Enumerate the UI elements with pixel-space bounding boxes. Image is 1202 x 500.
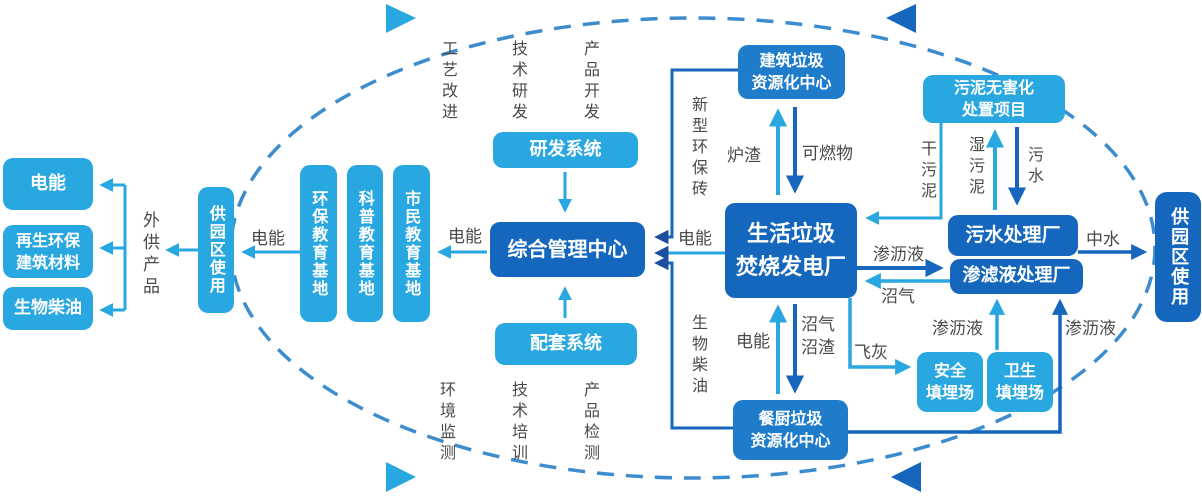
label-environmental-monitoring: 环境监测 [437, 381, 456, 465]
label-biogas-residue: 沼气 沼渣 [801, 315, 835, 358]
node-waste-incineration-power-plant: 生活垃圾 焚烧发电厂 [725, 203, 857, 298]
node-sanitary-landfill: 卫生 填埋场 [987, 352, 1053, 412]
node-park-use-right: 供园区使用 [1155, 192, 1201, 322]
incinerator-exchange-wires [768, 107, 805, 394]
label-process-improvement: 工艺改进 [439, 40, 458, 124]
loop-arrow-top-right [886, 4, 916, 33]
label-external-products: 外供产品 [139, 211, 159, 299]
right-side-wires [848, 123, 1148, 434]
node-sewage-treatment-plant: 污水处理厂 [948, 215, 1078, 256]
label-sewage: 污水 [1025, 146, 1044, 188]
label-wet-sludge: 湿污泥 [966, 136, 985, 199]
node-park-use-left: 供园区使用 [198, 187, 234, 313]
node-science-education-base: 科普教育基地 [347, 165, 383, 322]
label-electric-energy-to-education: 电能 [448, 227, 482, 247]
node-safe-landfill: 安全 填埋场 [917, 352, 983, 412]
node-comprehensive-management-center: 综合管理中心 [490, 222, 645, 277]
label-combustibles: 可燃物 [802, 144, 853, 164]
label-new-eco-brick: 新型环保砖 [689, 96, 708, 201]
label-leachate-c: 渗沥液 [1065, 319, 1116, 339]
node-citizen-education-base: 市民教育基地 [393, 165, 430, 322]
label-biodiesel-to-center: 生物柴油 [689, 314, 708, 398]
node-supporting-system: 配套系统 [495, 323, 637, 365]
node-electric-energy: 电能 [3, 158, 93, 210]
node-environmental-education-base: 环保教育基地 [300, 165, 337, 322]
node-rnd-system: 研发系统 [493, 132, 638, 168]
label-product-inspection: 产品检测 [581, 381, 600, 465]
node-kitchen-waste-center: 餐厨垃圾 资源化中心 [733, 400, 848, 460]
label-slag: 炉渣 [727, 146, 761, 166]
label-dry-sludge: 干污泥 [918, 140, 937, 203]
label-reclaimed-water: 中水 [1086, 230, 1120, 250]
label-biogas: 沼气 [881, 287, 915, 307]
label-product-development: 产品开发 [581, 40, 600, 124]
label-technical-training: 技术培训 [509, 381, 528, 465]
loop-arrow-bottom-right [891, 462, 921, 492]
node-sludge-disposal-project: 污泥无害化 处置项目 [923, 75, 1065, 123]
label-electric-energy-from-kitchen-waste: 电能 [736, 332, 770, 352]
loop-arrow-bottom-left [386, 462, 416, 492]
loop-arrow-top-left [386, 4, 416, 33]
management-center-wires [558, 68, 738, 430]
label-fly-ash: 飞灰 [854, 343, 888, 363]
label-electric-energy-to-center: 电能 [678, 229, 712, 249]
node-recycled-building-materials: 再生环保 建筑材料 [3, 225, 93, 278]
label-leachate-b: 渗沥液 [932, 319, 983, 339]
node-biodiesel: 生物柴油 [3, 287, 93, 330]
label-technology-rnd: 技术研发 [509, 40, 528, 124]
left-output-wires [99, 178, 487, 317]
node-construction-waste-center: 建筑垃圾 资源化中心 [738, 45, 845, 99]
label-leachate-a: 渗沥液 [873, 245, 924, 265]
label-electric-energy-to-park: 电能 [251, 229, 285, 249]
node-leachate-treatment-plant: 渗滤液处理厂 [950, 259, 1083, 294]
